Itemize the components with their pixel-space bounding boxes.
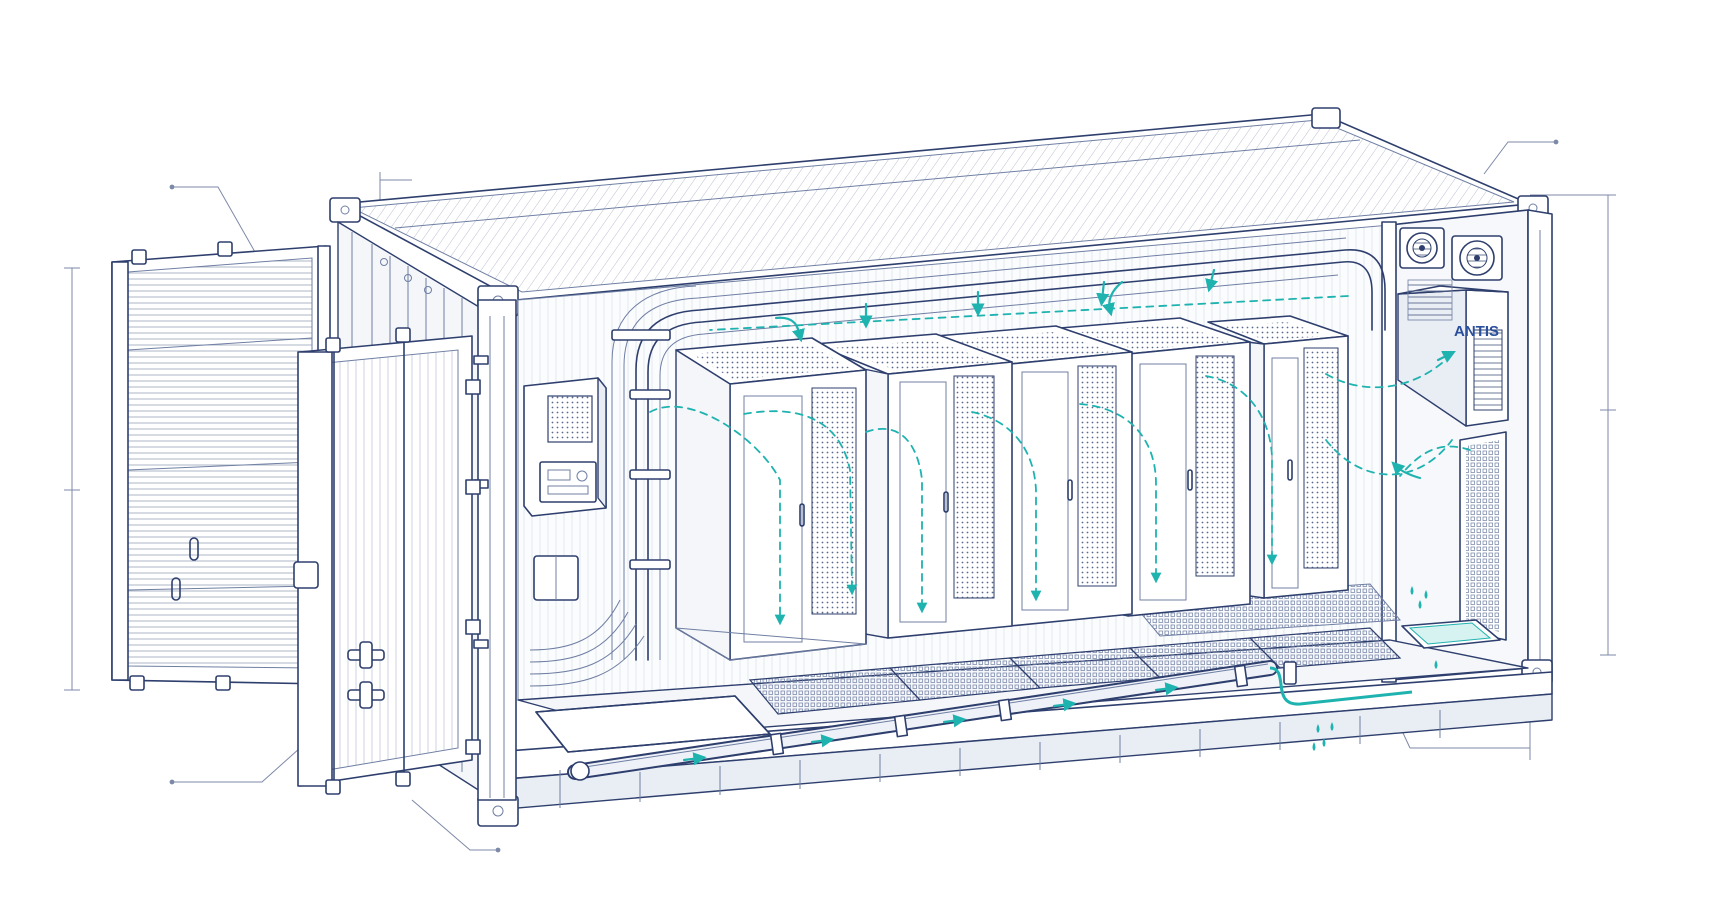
dimension-lines bbox=[64, 172, 1616, 760]
exhaust-fan-2 bbox=[1451, 235, 1503, 281]
cable-conduit-bundle bbox=[529, 237, 1386, 687]
condensate-drip-tray bbox=[1401, 619, 1501, 649]
airflow-paths bbox=[649, 268, 1471, 766]
return-air-vent bbox=[1459, 431, 1507, 641]
hvac-unit-brand-label: ANTIS bbox=[1454, 323, 1499, 340]
coolant-drain-line bbox=[1269, 661, 1413, 706]
server-racks bbox=[675, 315, 1349, 661]
exhaust-fan-1 bbox=[1399, 227, 1445, 269]
hvac-system: ANTIS bbox=[1312, 227, 1509, 751]
coolant-pipe-front bbox=[567, 660, 1278, 781]
condensate-drops bbox=[1312, 586, 1438, 751]
container-door-right bbox=[293, 327, 481, 795]
server-rack-1 bbox=[675, 337, 867, 661]
container-front-corner-post bbox=[473, 299, 517, 801]
air-conditioning-unit: ANTIS bbox=[1397, 279, 1509, 427]
electrical-panel bbox=[523, 377, 607, 601]
callout-leaders bbox=[169, 139, 1559, 853]
